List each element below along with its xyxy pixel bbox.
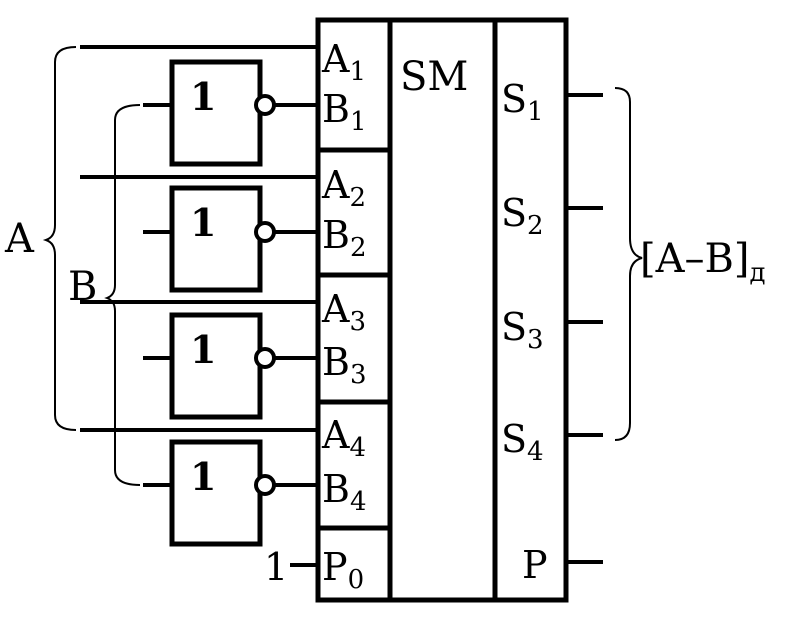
inverter-3-bubble (254, 347, 276, 369)
b-bus: B (68, 104, 141, 486)
input-label-b3: B3 (322, 340, 366, 390)
result-bus: [A–B]д (614, 87, 766, 441)
adder-outline (315, 17, 569, 603)
b-bus-label: B (68, 264, 97, 310)
output-label-s2: S2 (501, 191, 544, 241)
inverter-2: 1 (143, 185, 318, 293)
inverter-3: 1 (143, 312, 318, 420)
output-label-s1: S1 (501, 77, 544, 127)
inverter-4-label: 1 (190, 454, 216, 499)
output-wires (566, 93, 603, 564)
adder-block: SM (315, 17, 569, 603)
inverter-2-bubble (254, 221, 276, 243)
input-label-a1: A1 (321, 37, 366, 87)
a-bus-brace (42, 46, 77, 431)
input-label-b4: B4 (322, 467, 366, 517)
inverter-4-bubble (254, 474, 276, 496)
a-bus-label: A (4, 216, 35, 262)
inverter-1: 1 (143, 59, 318, 167)
inverter-2-label: 1 (190, 200, 216, 245)
carry-in: 1 (264, 545, 318, 589)
adder-output-labels: S1 S2 S3 S4 P (501, 77, 548, 587)
input-label-a4: A4 (321, 413, 366, 463)
input-label-p0: P0 (322, 545, 364, 595)
inverter-1-label: 1 (190, 74, 216, 119)
adder-input-labels: A1 B1 A2 B2 A3 B3 A4 B4 P0 (321, 37, 366, 595)
output-label-s3: S3 (501, 305, 544, 355)
input-label-a3: A3 (321, 287, 366, 337)
a-bus-wires: A (4, 45, 318, 432)
input-label-b2: B2 (322, 213, 366, 263)
output-label-p: P (522, 543, 548, 587)
result-brace (614, 87, 643, 441)
output-label-s4: S4 (501, 417, 544, 467)
b-bus-brace (104, 104, 141, 486)
input-label-b1: B1 (322, 87, 366, 137)
carry-in-value: 1 (264, 545, 288, 589)
inverter-3-label: 1 (190, 327, 216, 372)
inverter-4: 1 (143, 439, 318, 547)
input-label-a2: A2 (321, 163, 366, 213)
result-label: [A–B]д (640, 236, 766, 288)
adder-title: SM (400, 54, 468, 100)
inverter-1-bubble (254, 94, 276, 116)
